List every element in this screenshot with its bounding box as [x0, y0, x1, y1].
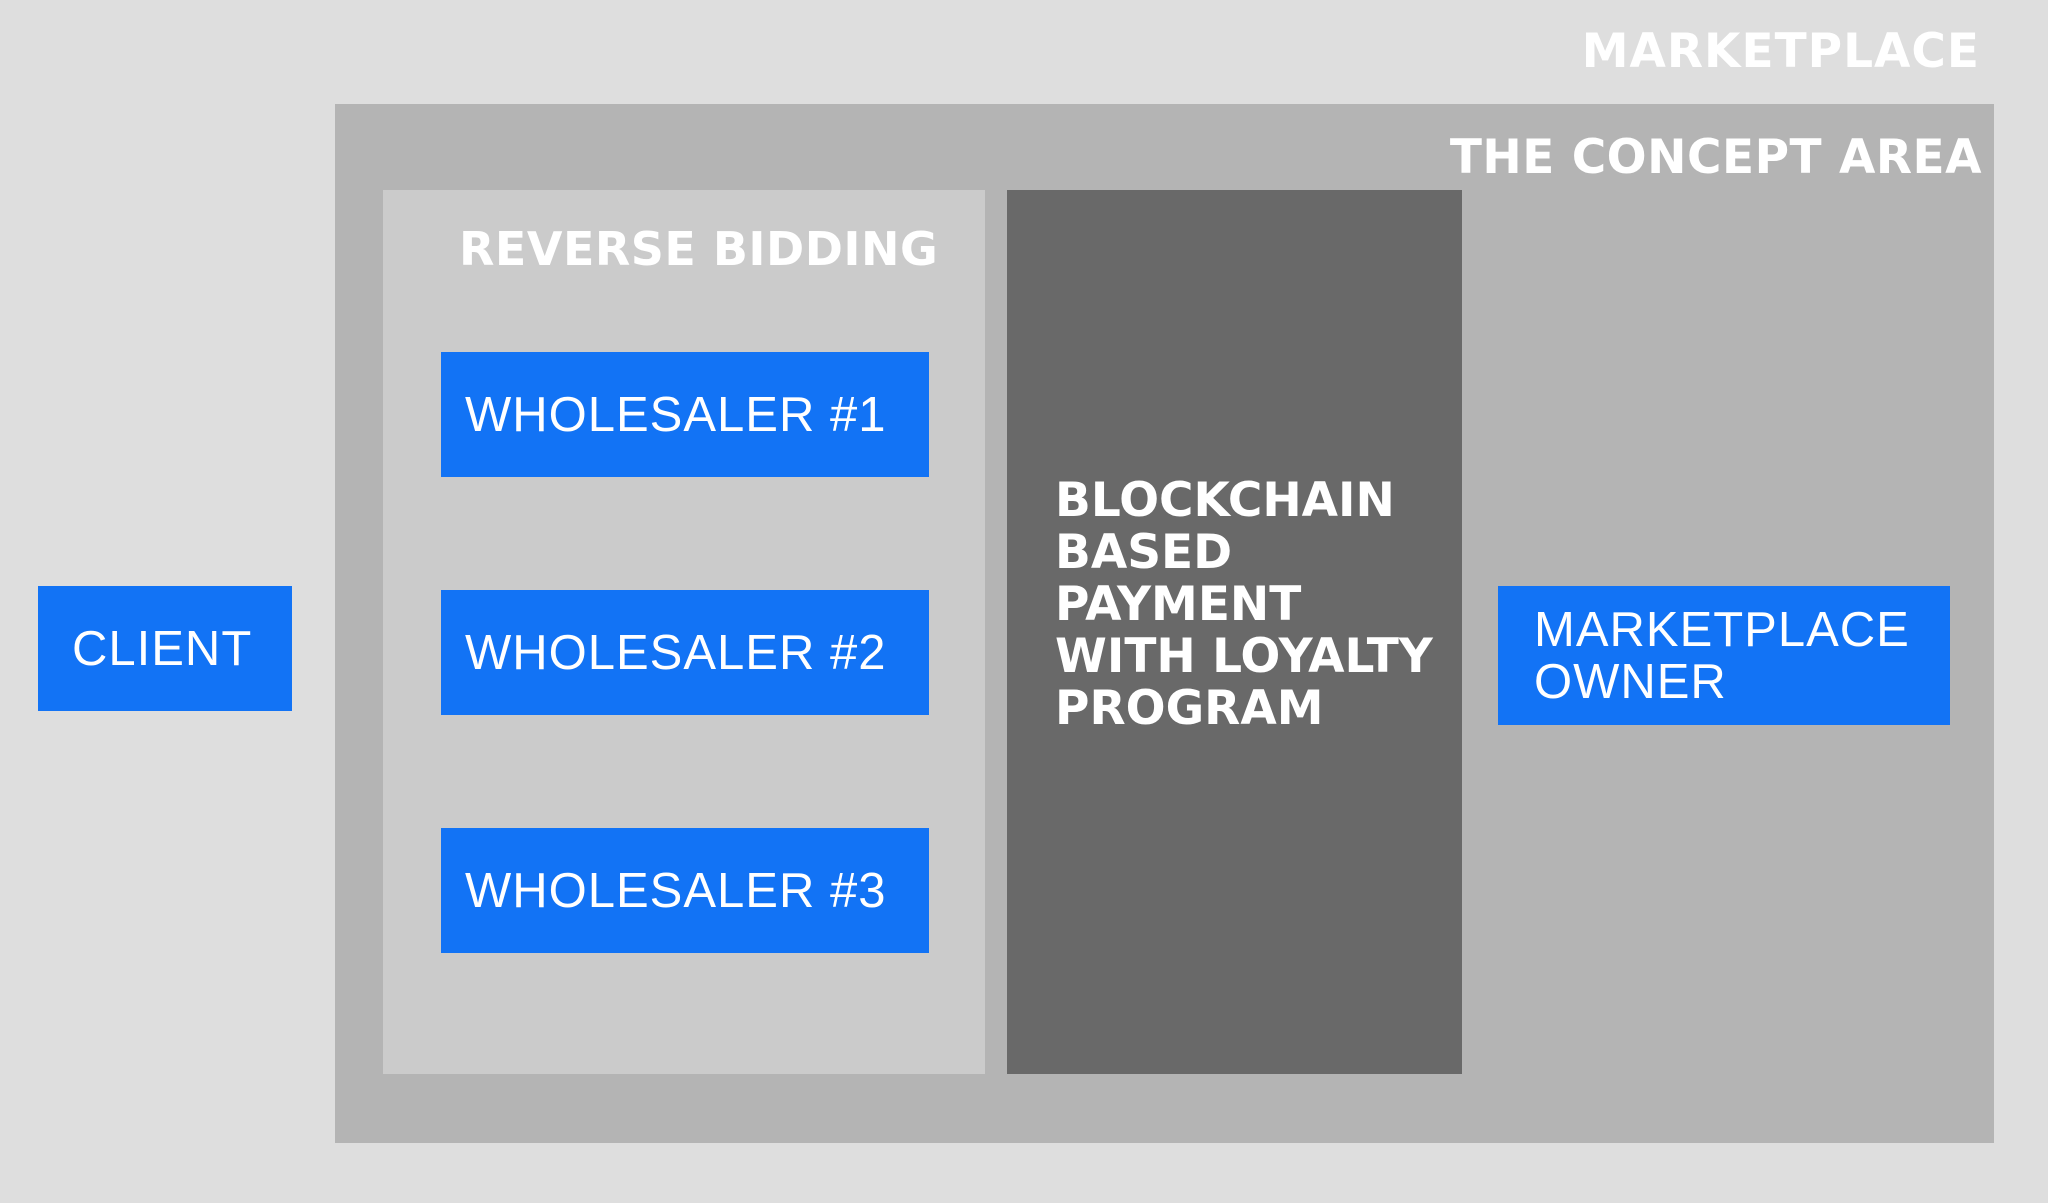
client-box: CLIENT: [38, 586, 292, 711]
marketplace-owner-box: MARKETPLACE OWNER: [1498, 586, 1950, 725]
reverse-bidding-panel: REVERSE BIDDING WHOLESALER #1 WHOLESALER…: [383, 190, 985, 1074]
wholesaler-2-box: WHOLESALER #2: [441, 590, 929, 715]
wholesaler-3-box: WHOLESALER #3: [441, 828, 929, 953]
blockchain-payment-panel: BLOCKCHAIN BASED PAYMENT WITH LOYALTY PR…: [1007, 190, 1462, 1074]
concept-area: THE CONCEPT AREA REVERSE BIDDING WHOLESA…: [335, 104, 1994, 1143]
marketplace-title: MARKETPLACE: [1581, 24, 1980, 79]
concept-area-title: THE CONCEPT AREA: [1449, 130, 1982, 185]
reverse-bidding-title: REVERSE BIDDING: [459, 222, 939, 276]
blockchain-payment-title: BLOCKCHAIN BASED PAYMENT WITH LOYALTY PR…: [1055, 473, 1433, 736]
wholesaler-1-box: WHOLESALER #1: [441, 352, 929, 477]
